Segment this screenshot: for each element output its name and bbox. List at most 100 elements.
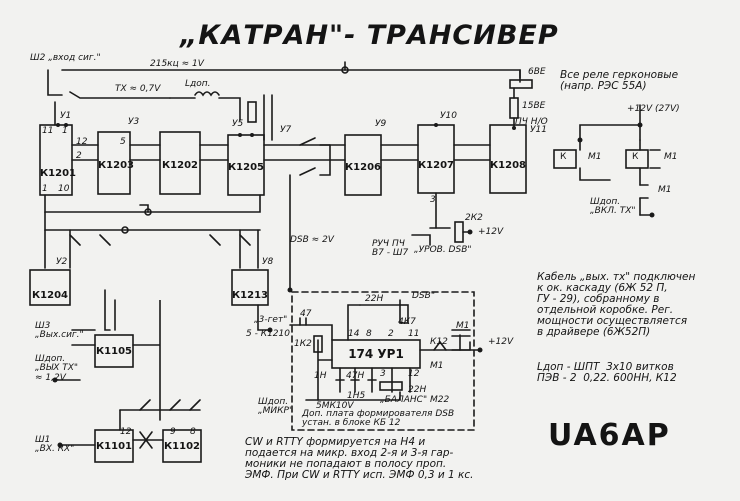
board-4k7: 4К7	[398, 317, 416, 327]
block-k1105-name: К1105	[95, 346, 132, 357]
cable-note: Кабель „вых. тх" подключен к ок. каскаду…	[537, 271, 696, 339]
wire-top-left	[47, 69, 63, 96]
pin-label: 3	[430, 195, 436, 205]
block-u8-tag: У8	[262, 257, 274, 267]
block-u10-tag: У10	[440, 111, 457, 121]
relay-m1a: М1	[588, 152, 602, 162]
coil-note: Lдоп - ШПТ 3x10 витков ПЭВ - 2 0,22. 600…	[537, 361, 677, 385]
r-15be-label: 15ВЕ	[522, 101, 546, 111]
block-u8	[231, 269, 269, 306]
relay-m1c: М1	[658, 185, 672, 195]
ryu-label: РУЧ ПЧ В7 - Ш7	[372, 239, 409, 259]
board-dsb: DSB"	[412, 291, 435, 301]
pin-label: 12	[76, 137, 88, 147]
w3-label: Ш3 „Вых.сиг."	[35, 321, 84, 341]
block-u9	[344, 134, 382, 196]
block-k1101-name: К1101	[95, 441, 132, 452]
board-plus12: +12V	[488, 337, 514, 347]
block-u11	[489, 124, 527, 194]
block-u7	[227, 134, 265, 196]
pin-label: 1	[62, 126, 68, 136]
wire-top-supply	[61, 69, 521, 79]
pin-label: 2	[76, 151, 82, 161]
block-u7-name: К1205	[228, 162, 265, 173]
pin-label: 10	[58, 184, 70, 194]
pin-label: 1	[42, 184, 48, 194]
relay-shup: Шдоп. „ВКЛ. ТХ"	[590, 197, 636, 217]
board-m1-bottom: М1	[430, 361, 444, 371]
r2k2-label: 2К2	[465, 213, 483, 223]
relay-k1-label: К	[560, 152, 567, 162]
tx-level-label: TX ≈ 0,7V	[115, 84, 161, 94]
board-22n-top: 22Н	[365, 294, 384, 304]
block-u4-name: К1202	[161, 160, 198, 171]
coil	[194, 91, 220, 97]
chip-pin-14: 14	[348, 329, 360, 339]
block-u10-name: К1207	[418, 160, 455, 171]
dsb-board	[291, 291, 475, 431]
block-u3-name: К1203	[98, 160, 135, 171]
board-1h: 1Н	[314, 371, 327, 381]
board-1h5: 1Н5	[347, 391, 366, 401]
board-47h: 47Н	[346, 371, 365, 381]
resistor-2k2	[454, 221, 464, 243]
block-u5-tag: У5	[232, 119, 244, 129]
board-balance: „БАЛАНС" М22	[380, 395, 450, 405]
chip-174ur1-label: 174 УР1	[348, 347, 404, 361]
pch-label: ПЧ Н/О	[515, 117, 548, 127]
board-get: „3-гет"	[254, 315, 288, 325]
chip-pin-2: 2	[388, 329, 394, 339]
relay-supply: +12V (27V)	[627, 104, 680, 114]
relay-note: Все реле герконовые (напр. РЭС 55А)	[560, 69, 679, 93]
pin-label: 5	[120, 137, 126, 147]
block-u1-name: К1201	[40, 168, 77, 179]
chip-pin-12: 12	[408, 369, 420, 379]
board-m1-top: М1	[456, 321, 470, 331]
page-title: „КАТРАН"- ТРАНСИВЕР	[180, 20, 559, 51]
resistor-4k7	[399, 304, 409, 324]
input-label: Ш2 „вход сиг."	[30, 53, 101, 63]
block-u10	[417, 124, 455, 194]
block-k1102-name: К1102	[163, 441, 200, 452]
block-u4	[159, 131, 201, 195]
relay-k1	[553, 149, 577, 169]
block-k1101	[94, 429, 134, 463]
resistor-balance	[379, 381, 403, 391]
block-u3	[97, 131, 131, 195]
block-u11-name: К1208	[490, 160, 527, 171]
block-u8-name: К1213	[232, 290, 269, 301]
relay-unit-bus	[579, 124, 641, 141]
block-u11-tag: У11	[530, 125, 547, 135]
block-u3-tag: У3	[128, 117, 140, 127]
block-u2	[29, 269, 71, 306]
pin-label: 11	[42, 126, 54, 136]
relay-m1b: М1	[664, 152, 678, 162]
relay-k2-label: К	[632, 152, 639, 162]
resistor-r5	[247, 101, 257, 123]
wire-lower-bus	[44, 194, 261, 213]
block-u9-name: К1206	[345, 162, 382, 173]
resistor-6be	[509, 79, 533, 89]
supply-label: 215кц ≈ 1V	[150, 59, 204, 69]
pin-label: 12	[120, 427, 132, 437]
board-k12: К12	[430, 337, 448, 347]
board-5m: 5МК10V	[316, 401, 354, 411]
block-u9-tag: У9	[375, 119, 387, 129]
block-k1102	[162, 429, 202, 463]
coil-label: Lдоп.	[185, 79, 211, 89]
board-47: 47	[300, 309, 312, 319]
resistor-15be	[509, 97, 519, 119]
board-caption: Доп. плата формирователя DSB устан. в бл…	[302, 409, 455, 429]
r-6be-label: 6ВЕ	[528, 67, 546, 77]
relay-k2	[625, 149, 649, 169]
mid-plus12: +12V	[478, 227, 504, 237]
resistor-1k2	[313, 335, 323, 353]
chip-pin-3: 3	[380, 369, 386, 379]
bottom-note: CW и RTTY формируется на Н4 и подается н…	[245, 436, 474, 482]
pin-label: 9	[170, 427, 176, 437]
block-u2-tag: У2	[56, 257, 68, 267]
block-u7-tag: У7	[280, 125, 292, 135]
w1-label: Ш1 „ВХ. RX"	[35, 435, 75, 455]
board-k1210: 5 - К1210	[246, 329, 290, 339]
